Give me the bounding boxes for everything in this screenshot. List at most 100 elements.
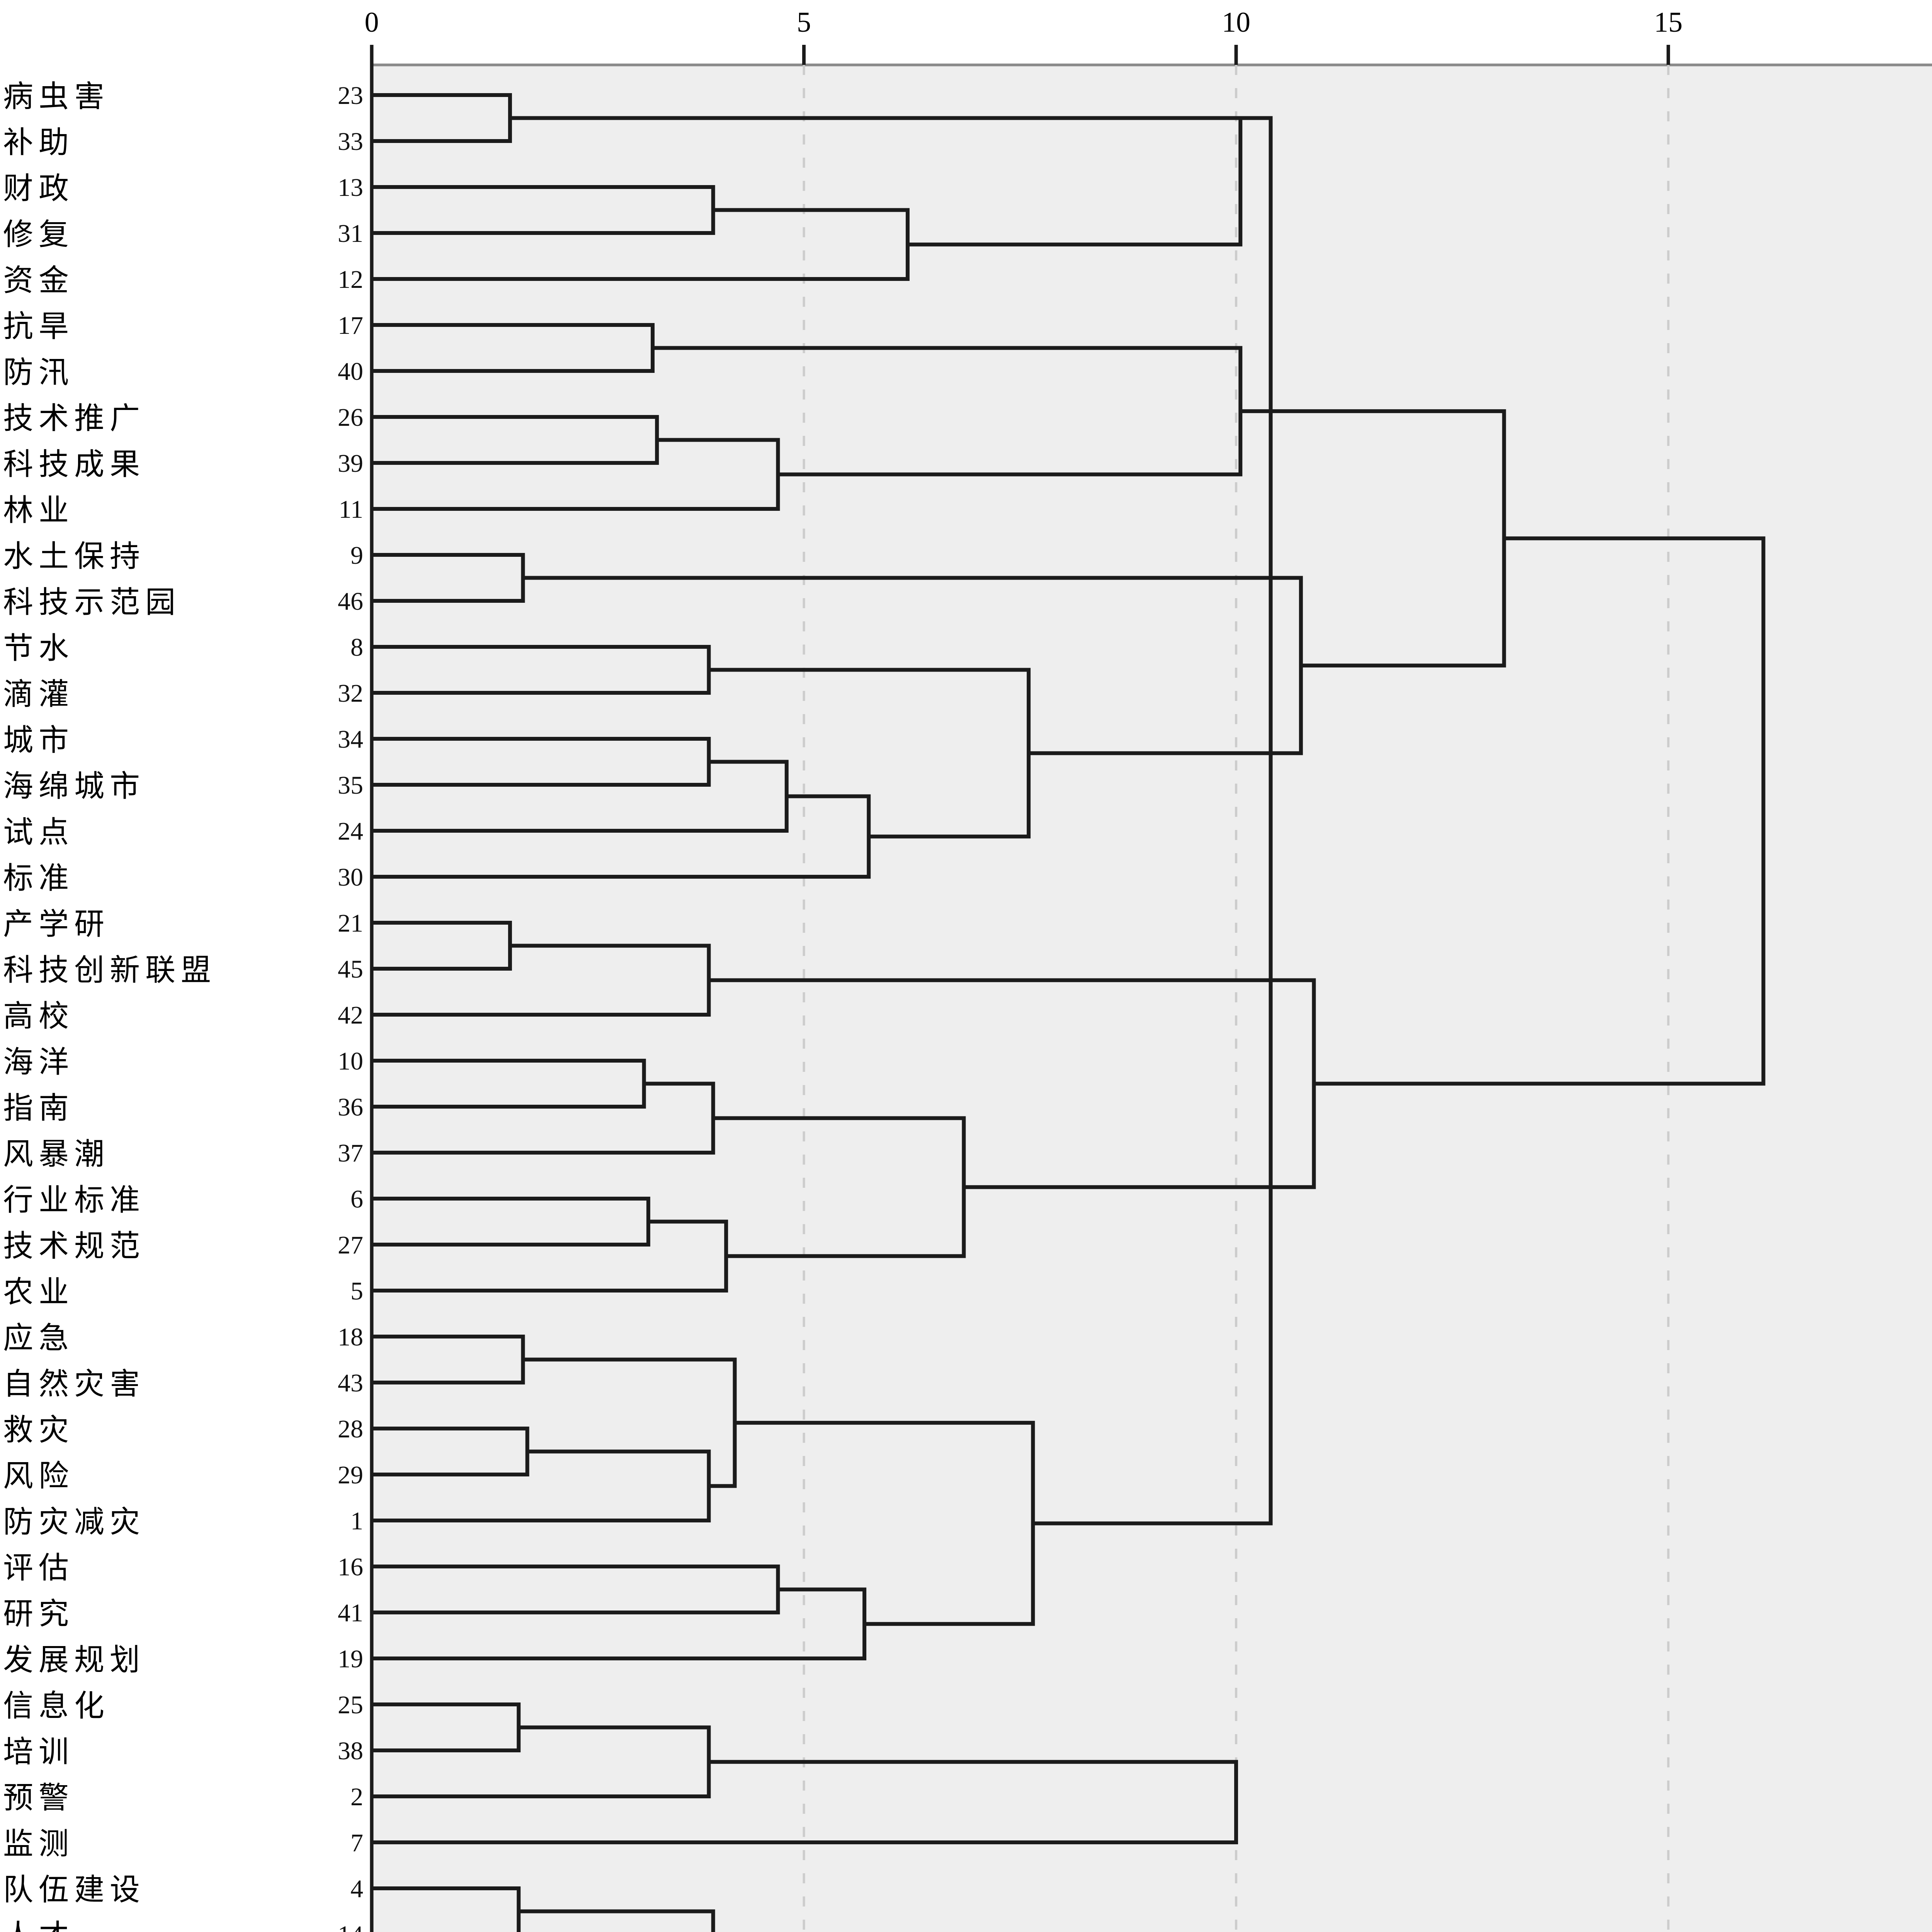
leaf-index-label: 14 [338, 1921, 363, 1932]
leaf-term-label: 海绵城市 [3, 769, 145, 803]
leaf-index-label: 37 [338, 1139, 363, 1167]
leaf-term-label: 防汛 [3, 355, 74, 389]
leaf-term-label: 自然灾害 [3, 1367, 145, 1401]
leaf-index-label: 42 [338, 1001, 363, 1029]
leaf-index-label: 40 [338, 357, 363, 386]
leaf-index-label: 12 [338, 265, 363, 294]
leaf-index-label: 18 [338, 1323, 363, 1351]
leaf-term-label: 水土保持 [3, 539, 145, 573]
leaf-index-label: 36 [338, 1093, 363, 1121]
dendrogram-link [372, 944, 711, 1017]
leaf-term-label: 评估 [3, 1551, 74, 1585]
dendrogram-link [372, 1449, 711, 1522]
leaf-term-label: 人才 [3, 1919, 74, 1932]
leaf-term-label: 病虫害 [3, 80, 110, 113]
leaf-term-label: 补助 [3, 126, 74, 159]
leaf-index-label: 8 [350, 633, 363, 662]
leaf-index-label: 7 [350, 1829, 363, 1857]
leaf-index-label: 13 [338, 173, 363, 202]
dendrogram-link [372, 1760, 1238, 1844]
leaf-index-label: 39 [338, 449, 363, 478]
dendrogram-link [713, 1116, 966, 1258]
dendrogram-link [519, 1909, 715, 1932]
leaf-term-label: 节水 [3, 631, 74, 665]
axis-tick-label: 0 [365, 7, 379, 38]
leaf-index-label: 43 [338, 1369, 363, 1397]
leaf-index-label: 26 [338, 403, 363, 432]
leaf-term-label: 科技成果 [3, 447, 145, 481]
axis-tick-label: 15 [1654, 7, 1683, 38]
leaf-term-label: 风暴潮 [3, 1137, 110, 1171]
leaf-index-label: 17 [338, 311, 363, 340]
leaf-index-label: 6 [350, 1185, 363, 1213]
dendrogram-link [372, 645, 711, 695]
leaf-index-label: 16 [338, 1553, 363, 1581]
leaf-labels: 23病虫害33补助13财政31修复12资金17抗旱40防汛26技术推广39科技成… [3, 80, 363, 1932]
leaf-term-label: 财政 [3, 172, 74, 205]
leaf-term-label: 研究 [3, 1597, 74, 1631]
leaf-index-label: 1 [350, 1507, 363, 1535]
leaf-index-label: 2 [350, 1783, 363, 1811]
leaf-term-label: 救灾 [3, 1413, 74, 1447]
leaf-term-label: 防灾减灾 [3, 1505, 145, 1539]
leaf-index-label: 10 [338, 1047, 363, 1075]
leaf-index-label: 28 [338, 1415, 363, 1443]
dendrogram-link [372, 1197, 650, 1247]
dendrogram-link [372, 1587, 867, 1660]
leaf-term-label: 林业 [3, 493, 74, 527]
dendrogram-link [372, 415, 659, 465]
dendrogram-link [372, 1335, 525, 1384]
dendrogram-link [523, 576, 1303, 755]
leaf-index-label: 4 [350, 1875, 363, 1903]
leaf-index-label: 41 [338, 1599, 363, 1627]
leaf-index-label: 23 [338, 82, 363, 110]
leaf-term-label: 修复 [3, 218, 74, 251]
leaf-term-label: 高校 [3, 999, 74, 1033]
leaf-term-label: 抗旱 [3, 310, 74, 343]
leaf-term-label: 海洋 [3, 1045, 74, 1079]
leaf-term-label: 发展规划 [3, 1643, 145, 1677]
grid-lines [803, 65, 1670, 1932]
leaf-term-label: 预警 [3, 1781, 74, 1815]
leaf-index-label: 35 [338, 771, 363, 799]
leaf-index-label: 27 [338, 1231, 363, 1259]
leaf-index-label: 9 [350, 541, 363, 570]
leaf-index-label: 31 [338, 219, 363, 248]
plot-area [370, 63, 1932, 1932]
leaf-index-label: 38 [338, 1737, 363, 1765]
leaf-term-label: 资金 [3, 264, 74, 297]
dendrogram-link [372, 553, 525, 603]
dendrogram-link [372, 208, 910, 281]
axis-tick-label: 10 [1222, 7, 1250, 38]
dendrogram-link [735, 1421, 1035, 1626]
leaf-term-label: 技术规范 [3, 1229, 145, 1263]
leaf-index-label: 45 [338, 955, 363, 983]
leaf-term-label: 产学研 [3, 907, 110, 941]
leaf-term-label: 监测 [3, 1827, 74, 1861]
leaf-term-label: 科技示范园 [3, 585, 181, 619]
dendrogram-link [1314, 536, 1765, 1086]
leaf-index-label: 32 [338, 679, 363, 707]
leaf-index-label: 21 [338, 909, 363, 937]
leaf-term-label: 应急 [3, 1321, 74, 1355]
dendrogram-link [709, 978, 1316, 1189]
leaf-term-label: 标准 [3, 861, 74, 895]
dendrogram-link [653, 346, 1243, 476]
leaf-index-label: 29 [338, 1461, 363, 1489]
leaf-index-label: 30 [338, 863, 363, 891]
leaf-index-label: 46 [338, 587, 363, 616]
top-axis: 0510152025 [365, 7, 1683, 1932]
leaf-index-label: 24 [338, 817, 363, 845]
leaf-index-label: 11 [338, 495, 363, 524]
leaf-term-label: 技术推广 [3, 401, 145, 435]
dendrogram-links [372, 93, 1765, 1932]
dendrogram-link [372, 737, 711, 787]
leaf-index-label: 34 [338, 725, 363, 753]
leaf-term-label: 科技创新联盟 [3, 953, 216, 987]
leaf-term-label: 试点 [3, 815, 74, 849]
leaf-term-label: 城市 [3, 723, 74, 757]
leaf-term-label: 队伍建设 [3, 1873, 145, 1906]
leaf-term-label: 农业 [3, 1275, 74, 1309]
leaf-term-label: 风险 [3, 1459, 74, 1493]
leaf-index-label: 33 [338, 128, 363, 156]
